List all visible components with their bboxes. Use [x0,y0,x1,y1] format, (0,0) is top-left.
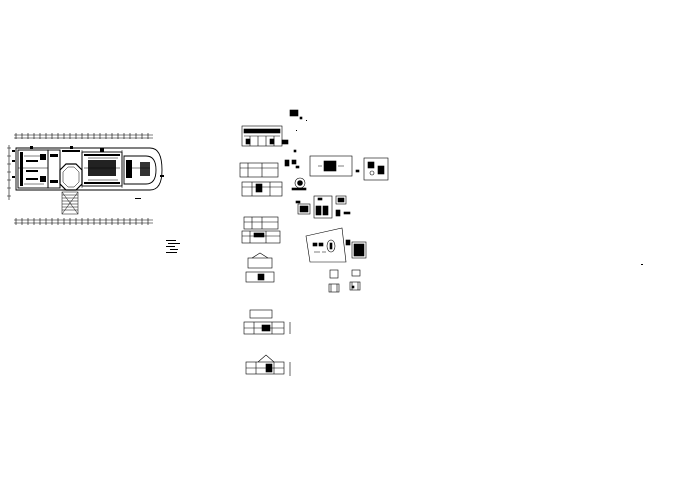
plan-entry-steps [61,191,79,215]
elevation-sheet-3 [241,216,281,244]
detail-sheet-6 [335,195,351,217]
detail-sheet-1 [291,177,307,191]
detail-sheet-5 [313,195,333,219]
plan-dimension-top [14,133,153,139]
main-floor-plan [7,133,164,225]
detail-sheet-4 [295,200,311,215]
plan-room-lines [18,150,150,188]
plan-interior-detail [20,146,150,186]
section-sheet-4 [281,139,300,169]
detail-sheet-9 [328,269,340,293]
detail-sheet-10 [349,269,361,291]
plan-dimension-bottom [14,218,153,225]
section-sheet-3 [245,354,291,376]
section-sheet-2 [243,309,291,335]
elevation-sheet-2 [239,162,283,197]
elevation-sheet-1 [241,109,303,147]
plan-dimension-left [7,145,11,200]
detail-sheet-8 [351,241,367,259]
detail-sheet-3 [355,157,389,181]
plan-legend [166,240,180,253]
stray-marks [296,120,643,265]
detail-sheet-7 [305,227,351,263]
section-sheet-1 [245,252,275,283]
detail-sheet-2 [309,155,353,177]
plan-octagon-hall [59,163,83,191]
plan-side-marks [12,150,164,199]
